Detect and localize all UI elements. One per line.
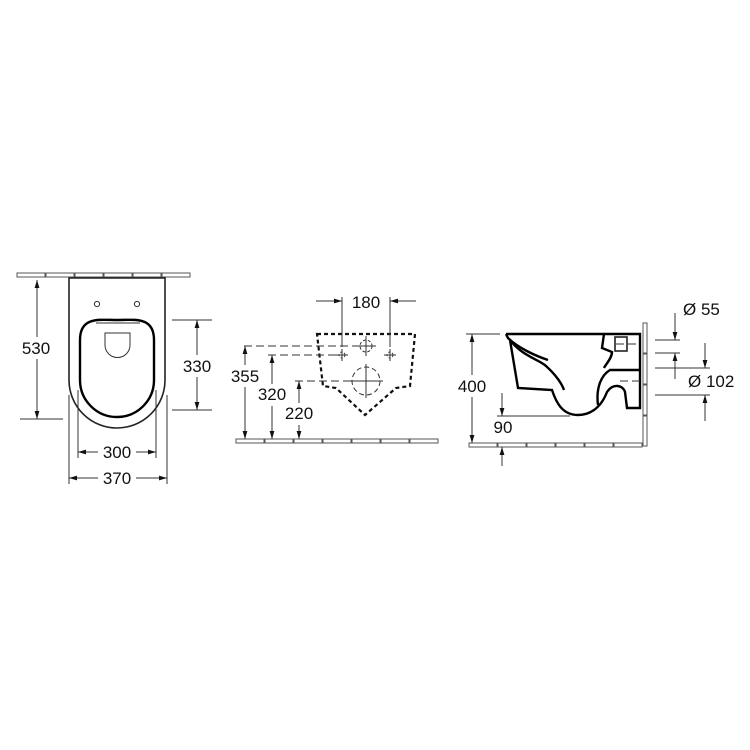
dim-220: 220 xyxy=(285,404,313,423)
wall-strip-side xyxy=(642,322,648,447)
fixing-crosshair-left xyxy=(336,349,348,361)
side-view: 400 90 Ø 55 Ø 102 xyxy=(453,300,734,466)
dim-300: 300 xyxy=(103,443,131,462)
dim-90: 90 xyxy=(494,418,513,437)
bowl-opening xyxy=(104,332,131,358)
bowl-profile xyxy=(506,332,642,417)
wall-strip-top xyxy=(16,272,191,278)
floor-strip-side xyxy=(468,442,643,448)
front-view: 180 355 xyxy=(226,293,439,444)
dim-320: 320 xyxy=(258,385,286,404)
dim-355: 355 xyxy=(231,367,259,386)
dim-370: 370 xyxy=(103,469,131,488)
fixing-hole-right xyxy=(133,300,141,308)
dim-530: 530 xyxy=(22,339,50,358)
dim-400: 400 xyxy=(458,377,486,396)
dim-330: 330 xyxy=(183,357,211,376)
seat-outline xyxy=(78,318,156,419)
bowl-outline xyxy=(68,277,166,429)
dim-180: 180 xyxy=(352,293,380,312)
top-view: 530 330 300 370 xyxy=(14,272,218,488)
inlet-crosshair xyxy=(356,336,376,356)
dim-outlet-diameter: Ø 102 xyxy=(688,372,734,391)
bowl-dotted-outline xyxy=(315,332,417,417)
outlet-crosshair xyxy=(349,364,383,398)
dim-inlet-diameter: Ø 55 xyxy=(683,300,720,319)
fixing-hole-left xyxy=(93,300,101,308)
fixing-crosshair-right xyxy=(384,349,396,361)
floor-strip-front xyxy=(235,438,439,444)
